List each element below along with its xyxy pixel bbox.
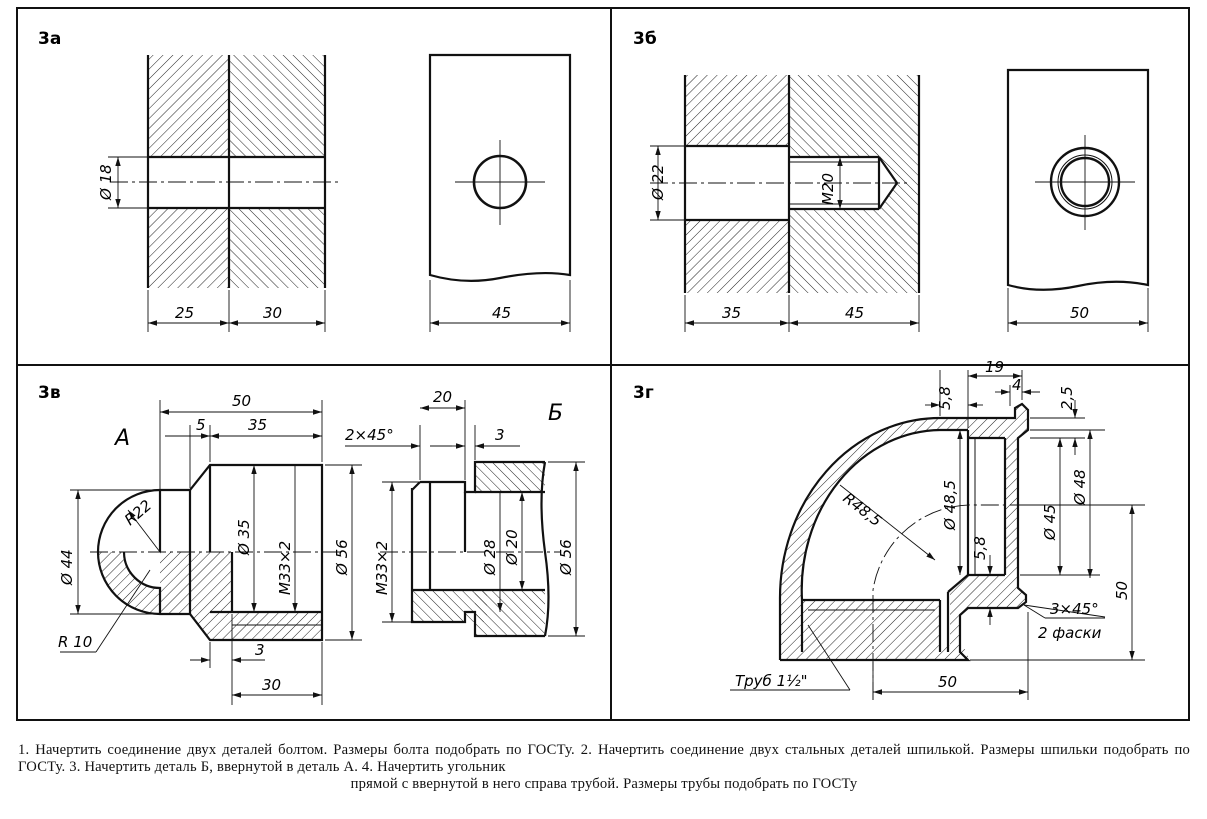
dim-45: 45 xyxy=(492,304,511,322)
dim-2-5: 2,5 xyxy=(1058,386,1076,410)
elbow-outline xyxy=(778,402,1030,662)
part-label-a: А xyxy=(113,426,130,451)
dim-chamfer-3x45: 3×45° xyxy=(1050,600,1099,618)
dim-4: 4 xyxy=(1012,376,1022,394)
dim-m33-a: М33×2 xyxy=(276,541,294,595)
part-left-bottom xyxy=(148,208,229,288)
dim-pipe: Труб 1½" xyxy=(735,672,808,690)
dim-3b: 3 xyxy=(495,426,505,444)
dim-dia-56-a: Ø 56 xyxy=(333,539,351,576)
panel-3v: 3в А Б xyxy=(38,383,585,705)
dim-dia-44: Ø 44 xyxy=(58,549,76,586)
dim-50: 50 xyxy=(1070,304,1089,322)
dim-19: 19 xyxy=(985,358,1004,376)
part-right-bottom xyxy=(229,208,325,288)
panel-label-3v: 3в xyxy=(38,383,61,403)
dim-25: 25 xyxy=(175,304,194,322)
part-right-top xyxy=(229,55,325,157)
side-view-plate-b xyxy=(1006,68,1150,291)
dim-dia-56-b: Ø 56 xyxy=(557,539,575,576)
dim-r48-5: R48,5 xyxy=(840,489,886,530)
dim-chamfer-count: 2 фаски xyxy=(1038,624,1102,642)
dim-dia-48-5: Ø 48,5 xyxy=(941,480,959,531)
frame xyxy=(16,7,1190,721)
dim-dia-18: Ø 18 xyxy=(97,164,115,201)
dim-5: 5 xyxy=(196,416,206,434)
elbow-section xyxy=(779,404,1028,660)
dim-dia-22: Ø 22 xyxy=(649,164,667,201)
dim-r10: R 10 xyxy=(58,633,92,651)
part-a-outline xyxy=(96,463,324,642)
dim-20: 20 xyxy=(433,388,452,406)
drawing-sheet: 3а Ø 18 25 30 xyxy=(16,7,1190,721)
dim-50: 50 xyxy=(232,392,251,410)
dim-m20: М20 xyxy=(819,173,837,205)
caption-line-2: деталей шпилькой. Размеры шпильки подобр… xyxy=(18,742,1190,775)
dim-dia-28: Ø 28 xyxy=(481,539,499,576)
side-view-plate xyxy=(428,53,572,282)
dim-30: 30 xyxy=(263,304,282,322)
panel-3a: 3а Ø 18 25 30 xyxy=(38,29,572,332)
dim-30: 30 xyxy=(262,676,281,694)
caption-line-1: 1. Начертить соединение двух деталей бол… xyxy=(18,742,846,758)
dim-50-h: 50 xyxy=(938,673,957,691)
dim-dia-20: Ø 20 xyxy=(503,529,521,566)
dim-5-8-b: 5,8 xyxy=(971,536,989,560)
part-left-top xyxy=(148,55,229,157)
part-a-section xyxy=(98,552,322,640)
dim-dia-48: Ø 48 xyxy=(1071,469,1089,506)
dim-35: 35 xyxy=(248,416,267,434)
dim-50-v: 50 xyxy=(1113,581,1131,600)
panel-label-3a: 3а xyxy=(38,29,61,49)
dim-dia-45: Ø 45 xyxy=(1041,504,1059,541)
dim-5-8-a: 5,8 xyxy=(936,386,954,410)
panel-3g: 3г xyxy=(633,358,1145,700)
caption-line-3: прямой с ввернутой в него справа трубой.… xyxy=(350,776,858,792)
dim-45b: 45 xyxy=(845,304,864,322)
dim-dia-35: Ø 35 xyxy=(235,519,253,556)
panel-3b: 3б xyxy=(633,29,1150,332)
part-label-b: Б xyxy=(548,401,563,426)
dim-m33-b: М33×2 xyxy=(373,541,391,595)
caption: 1. Начертить соединение двух деталей бол… xyxy=(18,742,1190,793)
panel-label-3b: 3б xyxy=(633,29,657,49)
panel-label-3g: 3г xyxy=(633,383,654,403)
dim-3a: 3 xyxy=(255,641,265,659)
dim-chamfer-2x45: 2×45° xyxy=(345,426,394,444)
dim-35: 35 xyxy=(722,304,741,322)
